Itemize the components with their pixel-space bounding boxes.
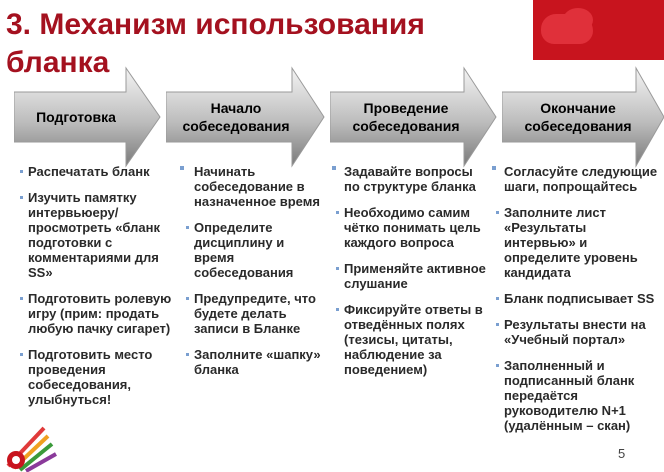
step-arrow-finish: Окончание собеседования [502, 66, 664, 168]
bullet-icon [20, 353, 23, 356]
list-item: Необходимо самим чётко понимать цель каж… [336, 205, 486, 250]
step-label: Проведение собеседования [336, 92, 476, 142]
list-item: Заполните «шапку» бланка [186, 347, 322, 377]
bullet-icon [496, 364, 499, 367]
list-item: Изучить памятку интервьюеру/просмотреть … [20, 190, 172, 280]
logo-cloud-shape [563, 8, 593, 32]
list-item: Применяйте активное слушание [336, 261, 486, 291]
brand-logo-block [533, 0, 664, 60]
list-item: Согласуйте следующие шаги, попрощайтесь [504, 164, 658, 194]
step-label: Начало собеседования [172, 92, 300, 142]
separator-dot [180, 166, 184, 170]
step-label-line2: собеседования [352, 118, 460, 134]
arrow-shape-icon [166, 66, 325, 168]
column-finish: Согласуйте следующие шаги, попрощайтесь … [496, 164, 660, 444]
page-number: 5 [618, 446, 626, 461]
bullet-icon [20, 196, 23, 199]
list-item: Бланк подписывает SS [496, 291, 660, 306]
step-label-line1: Окончание [540, 100, 616, 116]
bullet-icon [496, 211, 499, 214]
separator-dot [332, 166, 336, 170]
bullet-icon [20, 170, 23, 173]
step-arrow-preparation: Подготовка [14, 66, 162, 168]
arrow-shape-icon [14, 66, 161, 168]
step-arrow-start: Начало собеседования [166, 66, 326, 168]
step-label: Окончание собеседования [508, 92, 648, 142]
list-item: Заполненный и подписанный бланк передаёт… [496, 358, 660, 433]
list-item: Заполните лист «Результаты интервью» и о… [496, 205, 660, 280]
arrows-logo-icon [6, 426, 57, 472]
bullet-icon [186, 226, 189, 229]
arrow-shape-icon [502, 66, 664, 168]
step-label: Подготовка [20, 92, 132, 142]
list-item: Предупредите, что будете делать записи в… [186, 291, 322, 336]
bullet-icon [186, 297, 189, 300]
list-item: Результаты внести на «Учебный портал» [496, 317, 660, 347]
step-label-line1: Начало [210, 100, 262, 116]
arrow-shape-icon [330, 66, 497, 168]
bullet-icon [336, 211, 339, 214]
bullet-icon [496, 323, 499, 326]
slide-title: 3. Механизм использования бланка [6, 8, 425, 79]
bullet-icon [336, 267, 339, 270]
step-label-line1: Подготовка [36, 109, 116, 125]
step-label-line2: собеседования [182, 118, 290, 134]
list-item: Задавайте вопросы по структуре бланка [344, 164, 476, 194]
list-item: Фиксируйте ответы в отведённых полях (те… [336, 302, 486, 377]
step-label-line1: Проведение [363, 100, 449, 116]
step-label-line2: собеседования [524, 118, 632, 134]
list-item: Подготовить место проведения собеседован… [20, 347, 172, 407]
column-conduct: Задавайте вопросы по структуре бланка Не… [336, 164, 486, 388]
column-preparation: Распечатать бланк Изучить памятку интерв… [20, 164, 172, 418]
bullet-icon [20, 297, 23, 300]
list-item: Распечатать бланк [20, 164, 172, 179]
step-arrow-conduct: Проведение собеседования [330, 66, 498, 168]
list-item: Подготовить ролевую игру (прим: продать … [20, 291, 172, 336]
list-item: Определите дисциплину и время собеседова… [186, 220, 322, 280]
list-item: Начинать собеседование в назначенное вре… [194, 164, 320, 209]
bullet-icon [496, 297, 499, 300]
separator-dot [492, 166, 496, 170]
column-start: Начинать собеседование в назначенное вре… [186, 164, 322, 388]
bullet-icon [336, 308, 339, 311]
bullet-icon [186, 353, 189, 356]
